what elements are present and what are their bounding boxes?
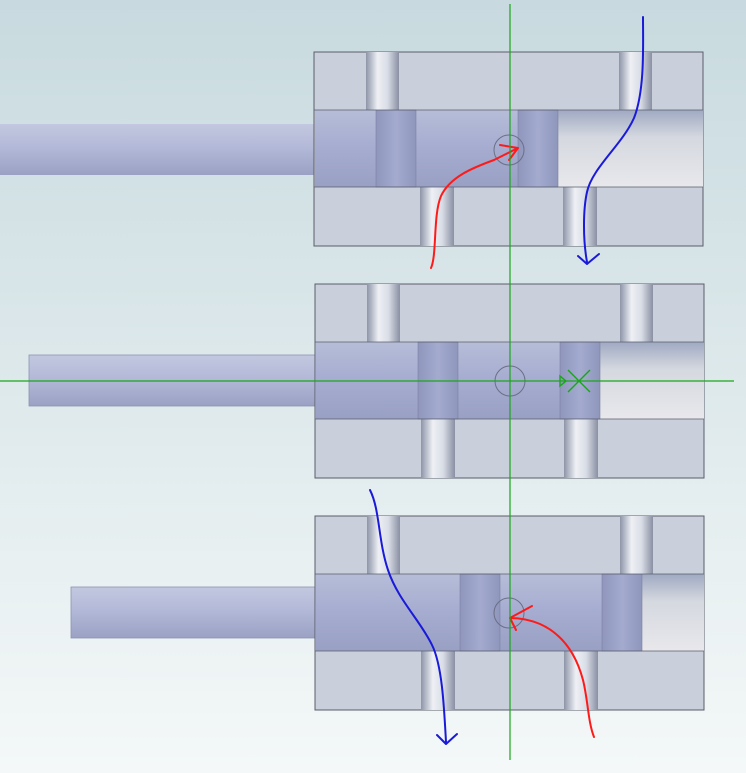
- return-flow-arrow: [369, 489, 458, 745]
- empty-chamber: [557, 110, 703, 187]
- port-top-right: [620, 516, 653, 574]
- pivot-circle-icon: [493, 134, 525, 166]
- port-top-left: [366, 52, 399, 110]
- port-bottom-right: [564, 651, 598, 710]
- spool-land-right: [601, 573, 643, 652]
- spool-rod: [0, 124, 316, 175]
- spool-land-left: [375, 109, 417, 188]
- port-bottom-right: [563, 187, 597, 246]
- port-bottom-right: [564, 419, 598, 478]
- return-flow-arrow: [577, 16, 645, 265]
- port-top-left: [367, 284, 400, 342]
- port-top-right: [619, 52, 652, 110]
- valve-view-top: [0, 16, 704, 269]
- pivot-circle-icon: [493, 597, 525, 629]
- spool-rod: [70, 586, 317, 639]
- empty-chamber: [641, 574, 704, 651]
- port-bottom-left: [421, 419, 455, 478]
- port-top-left: [367, 516, 400, 574]
- port-top-right: [620, 284, 653, 342]
- supply-flow-arrow: [430, 144, 519, 269]
